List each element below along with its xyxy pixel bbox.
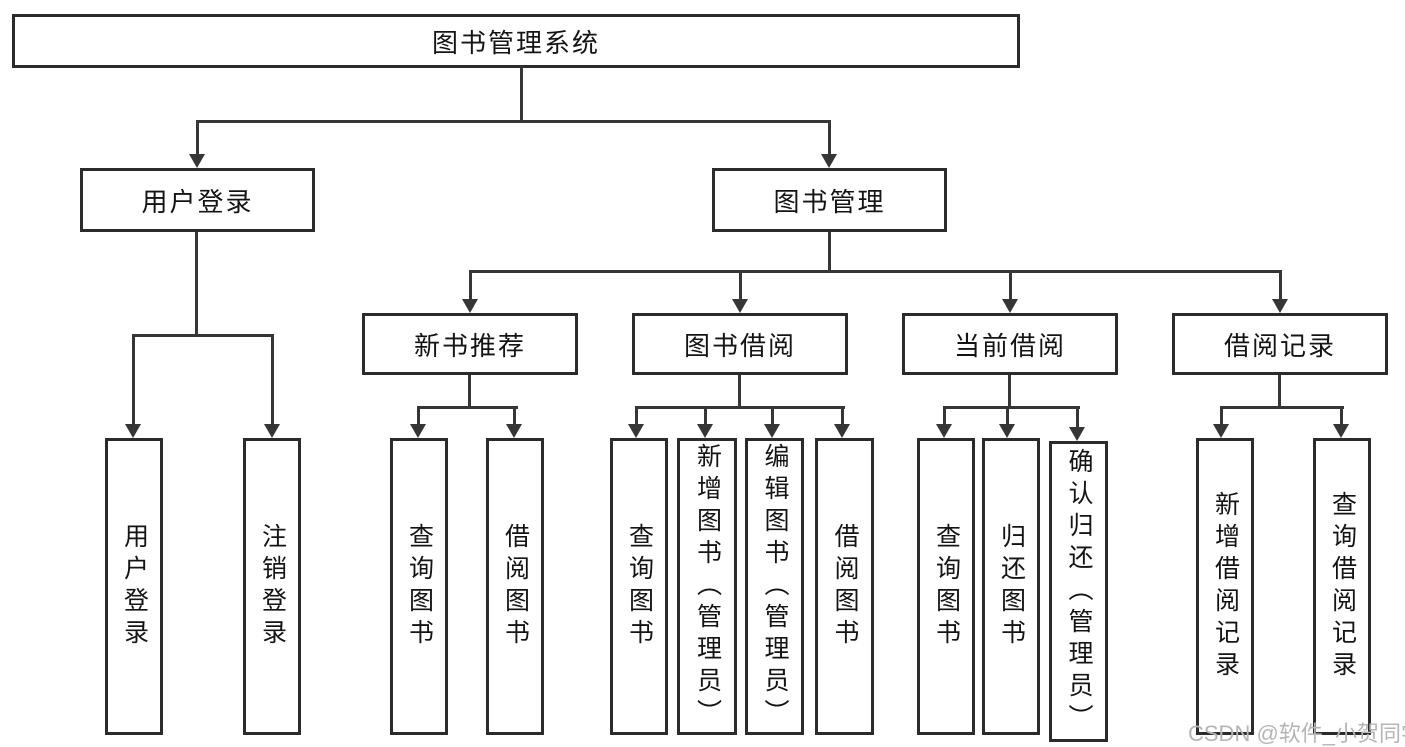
arrow-head [410,424,426,438]
arrow-head [936,424,952,438]
connector-line [418,406,518,409]
node-book-borrowing: 图书借阅 [632,313,848,375]
leaf-label: 新增借阅记录 [1211,490,1240,683]
leaf-query-books-3: 查询图书 [917,438,975,735]
leaf-query-books-1: 查询图书 [390,438,448,735]
arrow-head [264,424,280,438]
connector-line [1279,270,1282,301]
connector-line [271,334,274,426]
connector-line [635,406,638,426]
leaf-label: 查询图书 [932,522,961,651]
connector-line [1278,375,1281,409]
connector-line [133,334,274,337]
connector-line [943,406,946,426]
connector-line [944,406,1080,409]
leaf-user-login: 用户登录 [105,438,163,735]
node-user-login: 用户登录 [80,168,315,232]
leaf-label: 编辑图书（管理员） [761,442,789,731]
connector-line [468,375,471,409]
connector-line [513,406,516,426]
leaf-add-book-admin: 新增图书（管理员） [677,438,737,735]
leaf-edit-book-admin: 编辑图书（管理员） [745,438,804,735]
leaf-return-books: 归还图书 [982,438,1040,735]
connector-line [1340,406,1343,426]
connector-line [196,120,831,123]
arrow-head [764,424,780,438]
leaf-label: 归还图书 [997,522,1026,651]
arrow-head [1333,424,1349,438]
connector-line [828,232,831,273]
node-label: 图书借阅 [683,330,796,361]
leaf-label: 确认归还（管理员） [1065,447,1093,736]
watermark: CSDN @软件_小贺同学 [1188,721,1405,746]
arrow-head [821,154,837,168]
connector-line [739,270,742,301]
arrow-head [697,424,713,438]
node-label: 当前借阅 [953,330,1066,361]
connector-line [469,270,1282,273]
connector-line [195,232,198,337]
connector-line [469,270,472,301]
connector-line [636,406,845,409]
leaf-label: 借阅图书 [831,522,859,651]
leaf-label: 新增图书（管理员） [693,442,722,731]
connector-line [771,406,774,426]
node-book-management: 图书管理 [712,168,947,232]
leaf-label: 查询图书 [625,522,654,651]
leaf-label: 查询借阅记录 [1328,490,1357,683]
node-current-borrowing: 当前借阅 [902,313,1118,375]
leaf-query-books-2: 查询图书 [610,438,668,735]
connector-line [841,406,844,426]
node-borrowing-records: 借阅记录 [1172,313,1388,375]
node-label: 借阅记录 [1223,330,1336,361]
arrow-head [1069,427,1085,441]
connector-line [1009,270,1012,301]
node-new-book-recommend: 新书推荐 [362,313,578,375]
leaf-label: 借阅图书 [501,522,530,651]
connector-line [1008,375,1011,409]
leaf-label: 注销登录 [258,522,287,651]
leaf-label: 查询图书 [405,522,434,651]
connector-line [196,120,199,156]
leaf-borrow-books-1: 借阅图书 [486,438,544,735]
arrow-head [506,424,522,438]
connector-line [132,334,135,426]
node-library-management-system: 图书管理系统 [12,14,1020,68]
arrow-head [1213,424,1229,438]
arrow-head [628,424,644,438]
node-label: 图书管理 [773,186,886,217]
arrow-head [462,299,478,313]
arrow-head [1002,299,1018,313]
connector-line [1221,406,1344,409]
connector-line [704,406,707,426]
leaf-query-borrow-record: 查询借阅记录 [1313,438,1371,735]
node-label: 用户登录 [141,186,254,217]
leaf-logout: 注销登录 [243,438,301,735]
connector-line [1220,406,1223,426]
leaf-confirm-return-admin: 确认归还（管理员） [1049,441,1108,742]
connector-line [828,120,831,156]
connector-line [1076,406,1079,429]
connector-line [417,406,420,426]
node-label: 图书管理系统 [431,27,600,58]
arrow-head [732,299,748,313]
leaf-add-borrow-record: 新增借阅记录 [1196,438,1254,735]
connector-line [738,375,741,409]
leaf-borrow-books-2: 借阅图书 [815,438,874,735]
connector-line [520,66,523,122]
arrow-head [834,424,850,438]
arrow-head [999,424,1015,438]
connector-line [1006,406,1009,426]
arrow-head [125,424,141,438]
leaf-label: 用户登录 [120,522,149,651]
arrow-head [189,154,205,168]
arrow-head [1272,299,1288,313]
node-label: 新书推荐 [413,330,526,361]
